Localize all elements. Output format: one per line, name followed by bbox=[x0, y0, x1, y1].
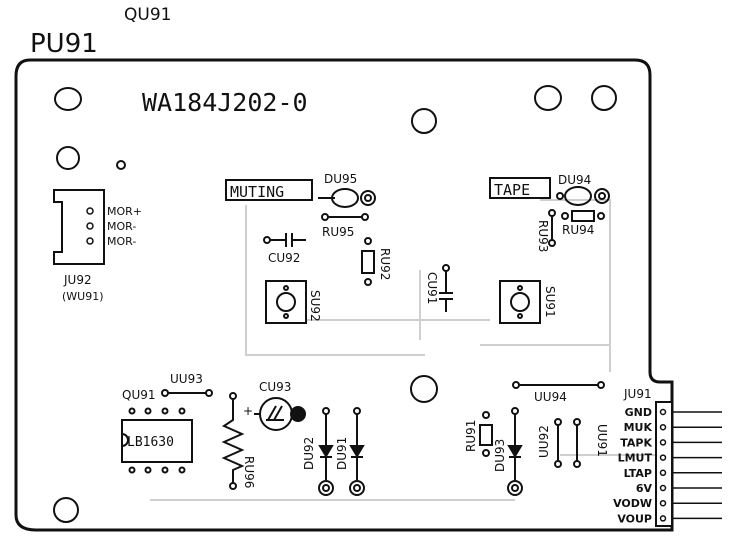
ru94-resistor bbox=[561, 210, 605, 222]
du93-diode bbox=[507, 407, 523, 496]
uu93-label: UU93 bbox=[170, 372, 203, 386]
ju92-alt-label: (WU91) bbox=[62, 290, 104, 303]
du95-diode bbox=[318, 188, 376, 208]
ju91-pin-pad bbox=[659, 408, 667, 416]
ju91-pin-pad bbox=[659, 469, 667, 477]
cu91-capacitor bbox=[439, 264, 453, 312]
uu91-jumper bbox=[573, 418, 581, 468]
ru95-resistor bbox=[321, 213, 369, 221]
su92-label: SU92 bbox=[308, 290, 322, 322]
du91-diode bbox=[349, 407, 365, 496]
muting-label-box bbox=[225, 179, 313, 201]
ju92-pin-2: MOR- bbox=[107, 220, 136, 233]
du91-label: DU91 bbox=[335, 437, 349, 470]
ju92-connector bbox=[53, 189, 105, 265]
muting-label: MUTING bbox=[230, 183, 284, 201]
mounting-holes bbox=[53, 85, 617, 523]
uu93-jumper bbox=[161, 389, 213, 397]
qu91-ic bbox=[121, 407, 193, 474]
ru91-resistor bbox=[479, 411, 493, 457]
board-outline bbox=[14, 58, 674, 532]
ju91-pin-pad bbox=[659, 423, 667, 431]
ju91-pin-label: LMUT bbox=[618, 452, 653, 465]
tape-label: TAPE bbox=[494, 181, 530, 199]
part-number: WA184J202-0 bbox=[142, 88, 308, 117]
su91-switch bbox=[499, 280, 541, 324]
uu94-jumper bbox=[512, 381, 605, 389]
uu94-label: UU94 bbox=[534, 390, 567, 404]
du93-label: DU93 bbox=[493, 439, 507, 472]
du92-diode bbox=[318, 407, 334, 496]
ju91-pin-label: 6V bbox=[636, 482, 653, 495]
cu93-label: CU93 bbox=[259, 380, 291, 394]
ju91-pin-pad bbox=[659, 499, 667, 507]
su91-label: SU91 bbox=[543, 286, 557, 318]
ru94-label: RU94 bbox=[562, 223, 594, 237]
cu92-capacitor bbox=[263, 233, 306, 247]
du92-label: DU92 bbox=[302, 437, 316, 470]
ju91-pin-label: MUK bbox=[624, 421, 653, 434]
ru92-resistor bbox=[361, 237, 375, 286]
ju92-pins bbox=[86, 207, 94, 245]
cu93-terminal bbox=[290, 406, 306, 422]
ju91-pin-label: GND bbox=[625, 406, 652, 419]
ju91-pin-pad bbox=[659, 484, 667, 492]
uu92-label: UU92 bbox=[537, 425, 551, 458]
cu91-label: CU91 bbox=[425, 272, 439, 304]
top-label: QU91 bbox=[124, 5, 171, 25]
board-label: PU91 bbox=[30, 29, 98, 59]
ju91-pin-label: LTAP bbox=[624, 467, 652, 480]
du94-label: DU94 bbox=[558, 173, 591, 187]
su92-switch bbox=[265, 280, 307, 324]
ru93-resistor bbox=[548, 209, 556, 247]
ju92-pin-1: MOR+ bbox=[107, 205, 142, 218]
ju91-pin-group: GND MUK TAPK LMUT LTAP 6V VODW VOUP bbox=[613, 406, 722, 525]
ic-label: LB1630 bbox=[127, 435, 174, 450]
qu91-label: QU91 bbox=[122, 388, 156, 402]
ju92-pin-3: MOR- bbox=[107, 235, 136, 248]
ju91-label: JU91 bbox=[623, 387, 652, 401]
ju91-pin-pad bbox=[659, 454, 667, 461]
ru96-label: RU96 bbox=[242, 456, 256, 488]
ru92-label: RU92 bbox=[378, 248, 392, 280]
ru93-label: RU93 bbox=[536, 220, 550, 252]
ru95-label: RU95 bbox=[322, 225, 354, 239]
cu93-polarity: + bbox=[243, 404, 253, 418]
ru91-label: RU91 bbox=[464, 420, 478, 452]
uu91-label: UU91 bbox=[595, 424, 609, 457]
ju92-label: JU92 bbox=[63, 273, 92, 287]
ju91-connector-body bbox=[655, 401, 673, 527]
cu92-label: CU92 bbox=[268, 251, 300, 265]
du94-diode bbox=[556, 186, 610, 206]
ju91-pin-pad bbox=[659, 515, 667, 522]
du95-label: DU95 bbox=[324, 172, 357, 186]
cu93-capacitor bbox=[254, 397, 293, 431]
ju91-pin-pad bbox=[659, 439, 667, 446]
pcb-traces bbox=[150, 199, 665, 501]
ru96-resistor bbox=[221, 392, 245, 490]
ju91-pin-label: TAPK bbox=[620, 436, 652, 449]
tape-label-box bbox=[489, 177, 551, 199]
ju91-pin-label: VOUP bbox=[617, 512, 652, 525]
ju91-pin-label: VODW bbox=[613, 497, 652, 510]
uu92-jumper bbox=[554, 418, 562, 468]
